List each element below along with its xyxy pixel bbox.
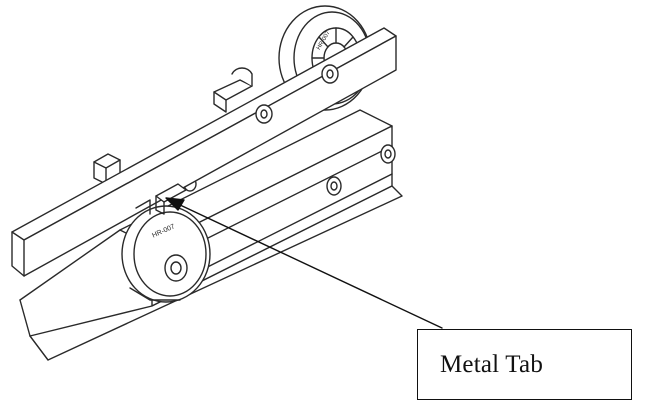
metal-tab (135, 183, 187, 215)
callout-label: Metal Tab (440, 350, 544, 378)
callout-label-box: Metal Tab (417, 329, 632, 400)
arrowhead (165, 197, 185, 211)
upper-rail (11, 27, 397, 277)
callout-leader (165, 197, 443, 329)
lower-wheel (121, 205, 211, 303)
back-bracket (213, 67, 253, 113)
